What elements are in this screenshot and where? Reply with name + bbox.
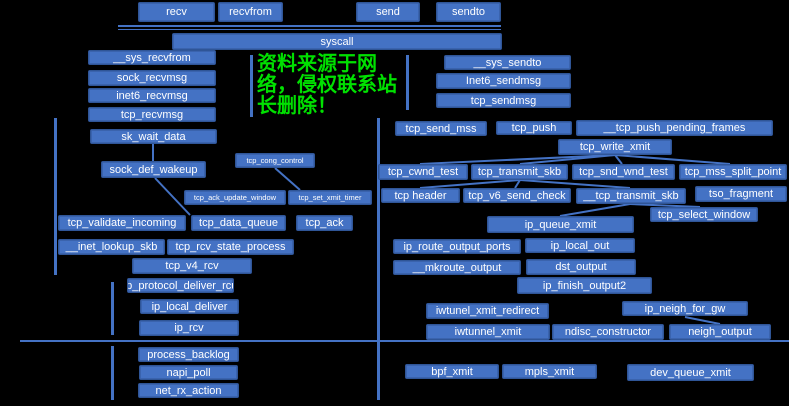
bracket-line [377, 118, 380, 400]
box-ip-local-out: ip_local_out [525, 238, 635, 253]
bracket-line [406, 55, 409, 110]
divider-line [118, 29, 501, 30]
box-inet6-recvmsg: inet6_recvmsg [88, 88, 216, 103]
box-sock-def-wakeup: sock_def_wakeup [101, 161, 206, 178]
box-sock-recvmsg: sock_recvmsg [88, 70, 216, 86]
box-tcp-snd-wnd-test: tcp_snd_wnd_test [572, 164, 675, 180]
box-ip-neigh-for-gw: ip_neigh_for_gw [622, 301, 748, 316]
bracket-line [54, 118, 57, 275]
box-inet6-sendmsg: Inet6_sendmsg [436, 73, 571, 89]
box-ip-rcv: ip_rcv [139, 320, 239, 336]
box-send: send [356, 2, 420, 22]
box-inet-lookup-skb: __inet_lookup_skb [58, 239, 165, 255]
box-recv: recv [138, 2, 215, 22]
box-mkroute-output: __mkroute_output [393, 260, 521, 275]
box-tcp-v4-rcv: tcp_v4_rcv [132, 258, 252, 274]
box-tcp-cwnd-test: tcp_cwnd_test [378, 164, 468, 180]
box-neigh-output: neigh_output [669, 324, 771, 340]
box-ip-finish-output2: ip_finish_output2 [517, 277, 652, 294]
box-syscall: syscall [172, 33, 502, 50]
box-iwtunnel-xmit: iwtunnel_xmit [426, 324, 550, 340]
box-ip-local-deliver: ip_local_deliver [140, 299, 239, 314]
box-tcp-transmit-skb: tcp_transmit_skb [471, 164, 568, 180]
box-tcp-sendmsg: tcp_sendmsg [436, 93, 571, 108]
box-tcp-set-xmit-timer: tcp_set_xmit_timer [288, 190, 372, 205]
box-recvfrom: recvfrom [218, 2, 283, 22]
box-tcp-rcv-state-process: tcp_rcv_state_process [167, 239, 294, 255]
box-tcp-send-mss: tcp_send_mss [395, 121, 487, 136]
box-tcp-mss-split-point: tcp_mss_split_point [679, 164, 787, 180]
box-tso-fragment: tso_fragment [695, 186, 787, 202]
box-sys-sendto: __sys_sendto [444, 55, 571, 70]
box-dev-queue-xmit: dev_queue_xmit [627, 364, 754, 381]
box-ndisc-constructor: ndisc_constructor [552, 324, 664, 340]
box-ip-route-output-ports: ip_route_output_ports [393, 239, 521, 254]
box-tcp-data-queue: tcp_data_queue [191, 215, 286, 231]
box-bpf-xmit: bpf_xmit [405, 364, 499, 379]
box-tcp-v6-send-check: tcp_v6_send_check [463, 188, 571, 203]
box-tcp-write-xmit: tcp_write_xmit [558, 139, 672, 155]
box-tcp-ack: tcp_ack [296, 215, 353, 231]
bracket-line [111, 346, 114, 400]
box-sys-recvfrom: __sys_recvfrom [88, 50, 216, 65]
box-tcp-cong-control: tcp_cong_control [235, 153, 315, 168]
box-tcp-ack-update-window: tcp_ack_update_window [184, 190, 286, 205]
box-ip-protocol-deliver-rcu: ip_protocol_deliver_rcu [127, 278, 234, 293]
box-sk-wait-data: sk_wait_data [90, 129, 217, 144]
box-process-backlog: process_backlog [138, 347, 239, 362]
box-tcp-select-window: tcp_select_window [650, 207, 758, 222]
box-sendto: sendto [436, 2, 501, 22]
box-dst-output: dst_output [526, 259, 636, 275]
box-tcp-recvmsg: tcp_recvmsg [88, 107, 216, 122]
bracket-line [250, 55, 253, 117]
divider-line [20, 340, 789, 342]
box-ip-queue-xmit: ip_queue_xmit [487, 216, 634, 233]
box-iwtunel-xmit-redirect: iwtunel_xmit_redirect [426, 303, 549, 319]
box-tcp-push: tcp_push [496, 121, 572, 135]
box-napi-poll: napi_poll [139, 365, 238, 380]
box-net-rx-action: net_rx_action [138, 383, 239, 398]
box-mpls-xmit: mpls_xmit [502, 364, 597, 379]
box-tcp-transmit-skb-internal: __tcp_transmit_skb [576, 188, 686, 204]
box-tcp-push-pending-frames: __tcp_push_pending_frames [576, 120, 773, 136]
box-tcp-header: tcp header [381, 188, 460, 203]
bracket-line [111, 282, 114, 335]
box-tcp-validate-incoming: tcp_validate_incoming [58, 215, 186, 231]
divider-line [118, 25, 501, 27]
